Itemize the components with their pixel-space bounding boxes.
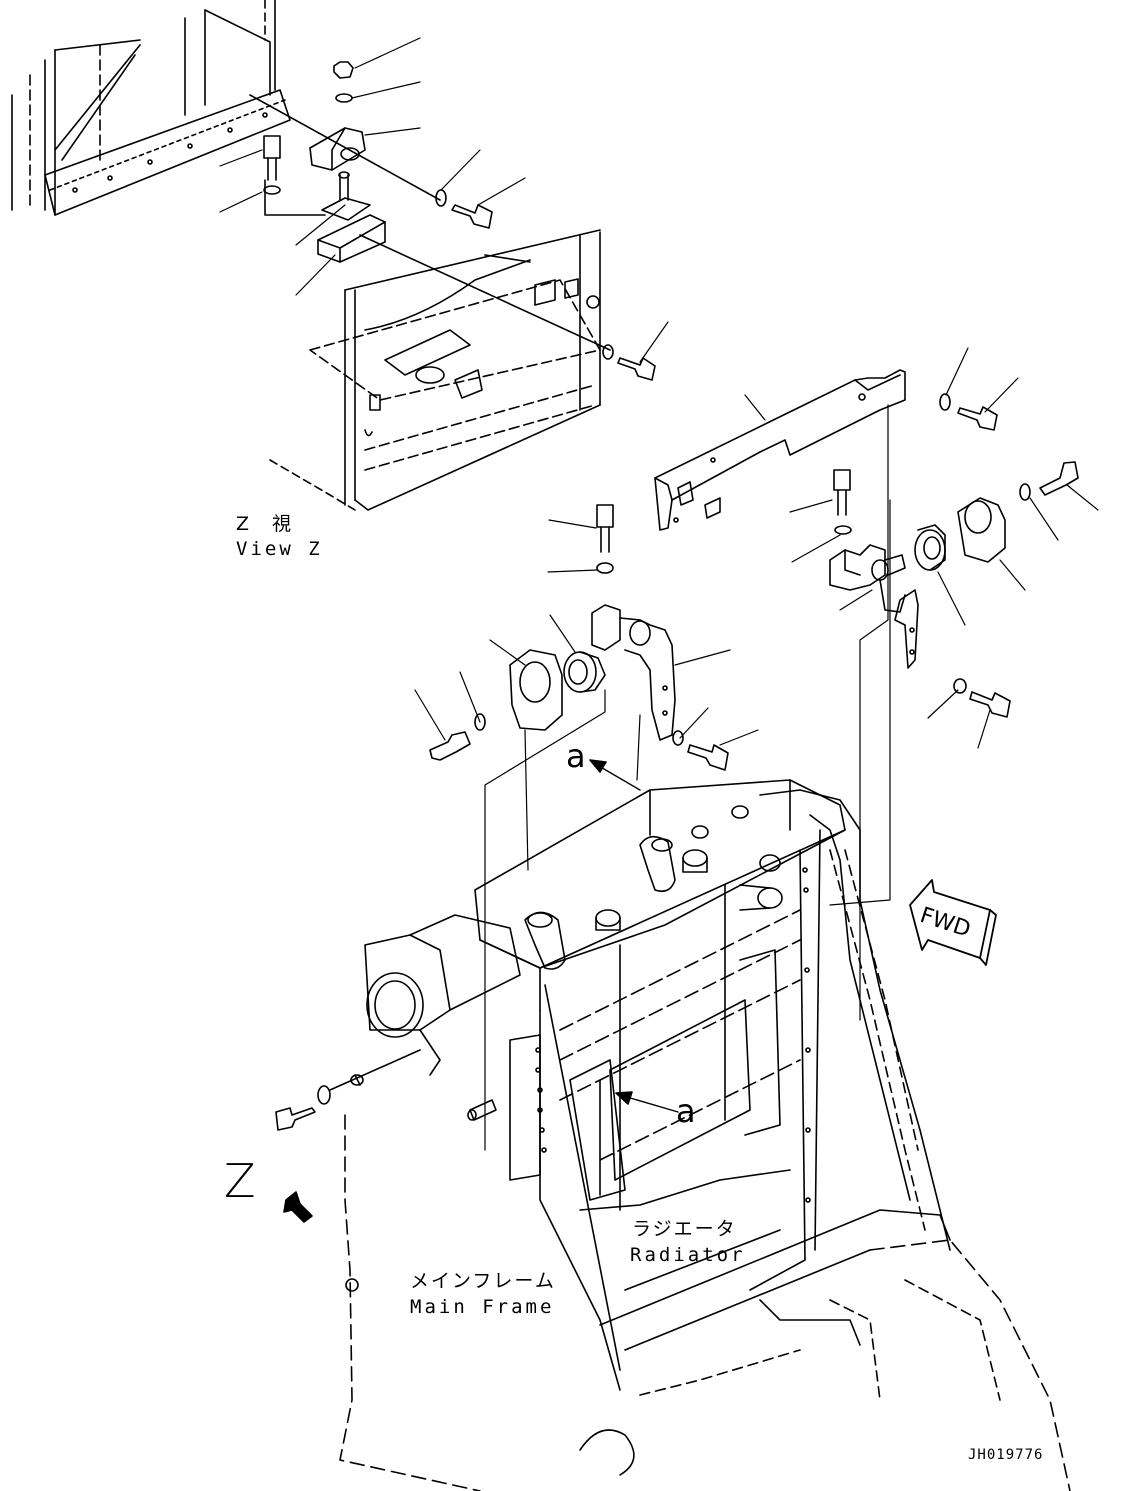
detail-marker-lower: a [676,1092,696,1130]
radiator-fittings [364,805,783,1076]
lower-left-hardware [275,1049,497,1131]
centre-leader-lines [414,519,759,746]
main-frame-label-jp: メインフレーム [410,1270,556,1292]
upper-right-hardware [829,393,1079,718]
radiator-label-jp: ラジエータ [632,1218,737,1240]
drawing-number: JH019776 [968,1447,1044,1463]
main-frame-label-en: Main Frame [410,1296,555,1318]
detail-a-arrows [589,759,679,1113]
centre-bracket-hardware [429,504,729,771]
assembly-lines [484,404,891,1151]
view-z-marker: Z [224,1154,256,1208]
radiator-body [474,779,951,1391]
radiator-label-en: Radiator [630,1244,746,1266]
detail-marker-upper: a [566,737,586,775]
upper-support-bar [654,369,906,531]
fwd-tag [909,879,997,966]
view-z-bracket-assembly [249,61,656,381]
z-view-arrow [283,1191,313,1223]
view-z-panel [269,229,601,511]
view-z-leader-lines [219,37,669,363]
view-z-label-en: View Z [236,538,323,560]
main-frame-outline [339,1074,1071,1491]
view-z-label-jp: Z 視 [236,513,294,535]
view-z-cab-frame [11,0,291,216]
upper-right-leader-lines [744,347,1099,749]
